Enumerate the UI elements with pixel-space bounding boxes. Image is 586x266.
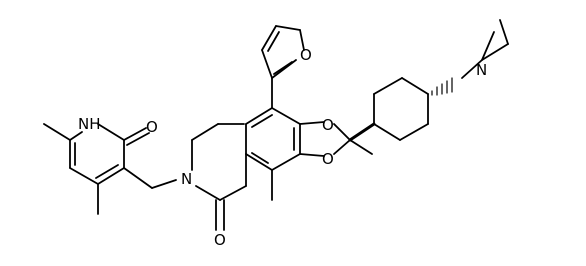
- cyclohexane-ring: [348, 77, 429, 142]
- pyridone-ring: [43, 123, 150, 215]
- atom-n-ring: N: [181, 170, 192, 188]
- hashed-wedge: [431, 77, 453, 96]
- atom-n-amine: N: [476, 61, 487, 79]
- dioxole-ring: [299, 121, 373, 157]
- atom-o-pyridone: O: [146, 118, 158, 136]
- bond-linker-2: [151, 179, 177, 189]
- atom-nh: NH: [78, 115, 101, 133]
- dimethylamino: [461, 19, 509, 79]
- furan-ring: [261, 25, 305, 109]
- benzene-ring: [245, 107, 301, 201]
- atom-o-dioxole-top: O: [322, 116, 334, 134]
- lactam-ring: [191, 123, 247, 231]
- atom-o-furan: O: [300, 46, 312, 64]
- atom-o-ketone: O: [214, 231, 226, 249]
- bond-linker-1: [123, 167, 153, 189]
- atom-o-dioxole-bottom: O: [322, 150, 334, 168]
